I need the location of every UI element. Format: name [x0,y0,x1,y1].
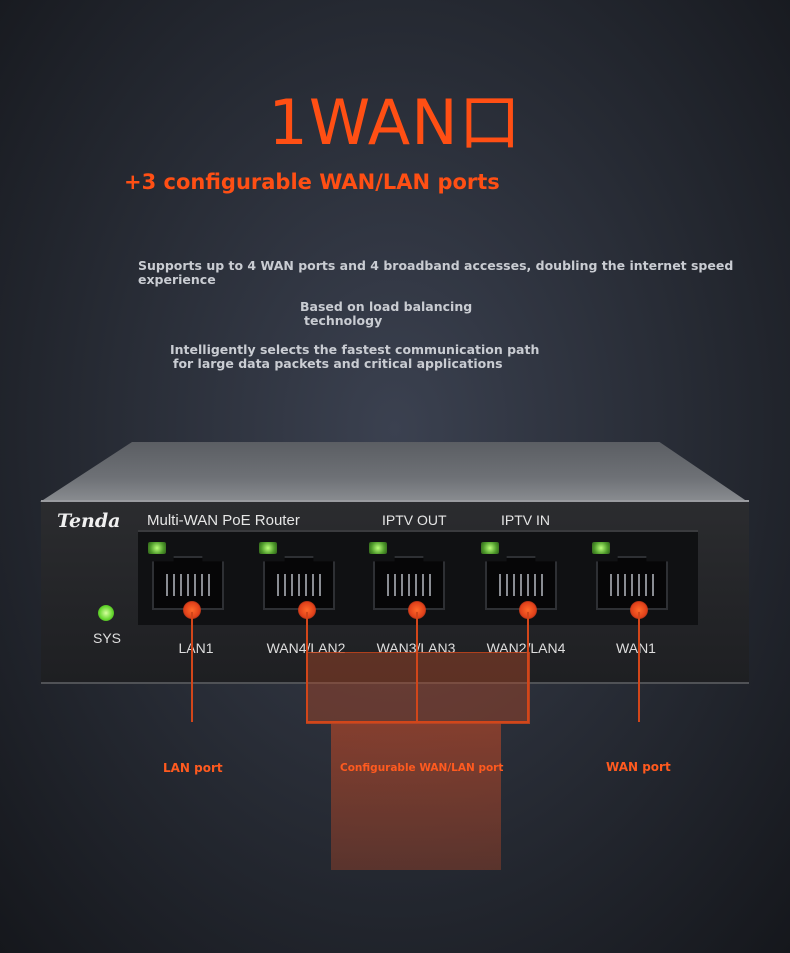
caption-wan-port: WAN port [606,760,671,774]
iptv-out-label: IPTV OUT [382,512,447,528]
feature-line-3: Intelligently selects the fastest commun… [170,343,539,371]
port-label-wan1: WAN1 [616,640,656,656]
caption-lan-port: LAN port [163,761,223,775]
brand-logo: Tenda [57,510,121,532]
leader-line-wan [638,612,640,722]
sys-label: SYS [93,630,122,646]
feature-line-2a: Based on load balancing [300,299,473,314]
configurable-beam [331,722,501,870]
highlight-dot-wan3 [408,601,426,619]
rj45-jack-icon [596,556,668,610]
highlight-dot-wan1 [630,601,648,619]
configurable-zone [306,652,530,724]
highlight-dot-wan2 [519,601,537,619]
caption-configurable-port: Configurable WAN/LAN port [340,762,504,774]
port-led-icon [259,542,277,554]
port-wan3-lan3 [363,538,455,614]
leader-line-wan4 [306,612,308,722]
rj45-jack-icon [485,556,557,610]
port-led-icon [592,542,610,554]
port-wan4-lan2 [253,538,345,614]
port-led-icon [481,542,499,554]
leader-line-wan2 [527,612,529,722]
feature-line-3a: Intelligently selects the fastest commun… [170,342,540,357]
feature-line-2b: technology [304,313,383,328]
feature-line-3b: for large data packets and critical appl… [173,356,503,371]
highlight-dot-wan4 [298,601,316,619]
highlight-dot-lan1 [183,601,201,619]
subheadline: +3 configurable WAN/LAN ports [124,170,500,194]
sys-led-icon [98,605,114,621]
port-led-icon [148,542,166,554]
rj45-jack-icon [373,556,445,610]
feature-line-1: Supports up to 4 WAN ports and 4 broadba… [138,258,734,287]
feature-line-2: Based on load balancing technology [300,300,472,328]
headline: 1WAN口 [268,86,522,159]
leader-line-join [306,721,529,723]
router-model: Multi-WAN PoE Router [147,512,300,529]
router-top-panel [40,442,748,502]
port-wan1 [586,538,678,614]
leader-line-lan [191,612,193,722]
rj45-jack-icon [263,556,335,610]
iptv-in-label: IPTV IN [501,512,551,528]
port-label-lan1: LAN1 [178,640,214,656]
leader-line-wan3 [416,612,418,722]
port-led-icon [369,542,387,554]
